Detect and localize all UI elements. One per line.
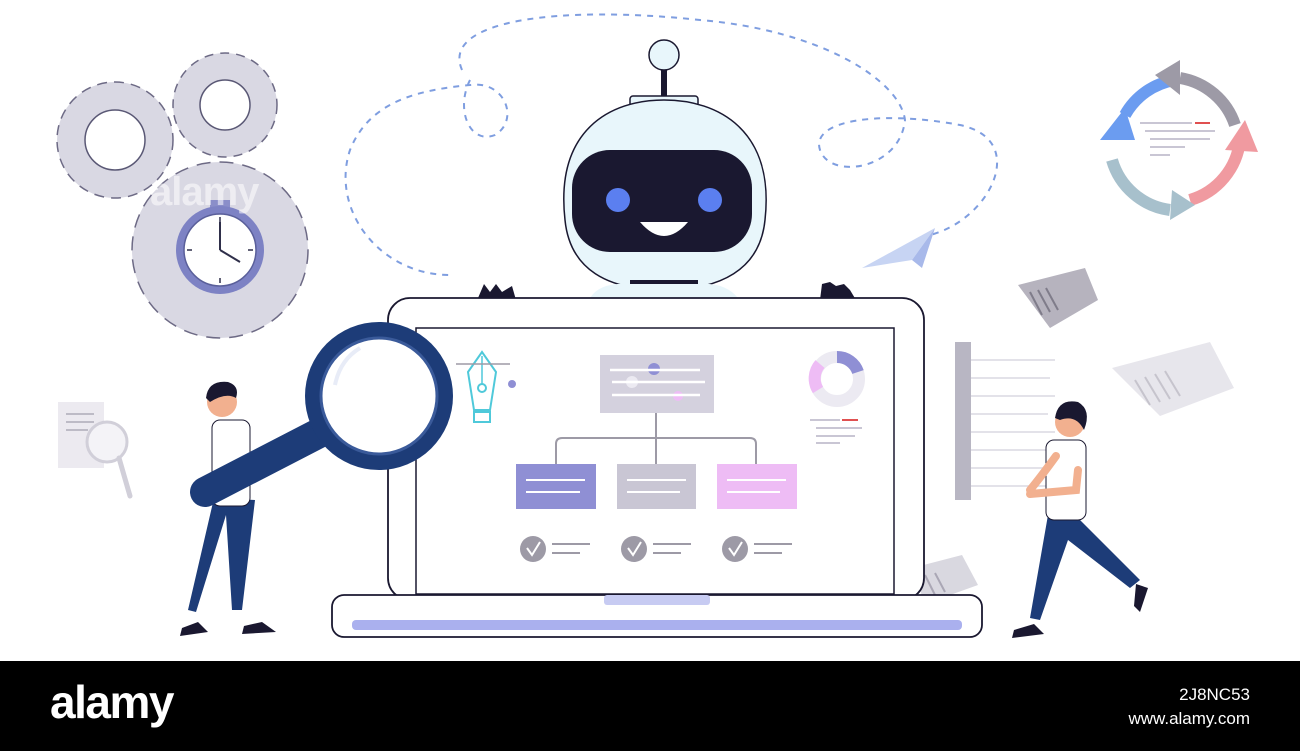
watermark-url: www.alamy.com: [1128, 709, 1250, 728]
stopwatch-icon: [176, 200, 264, 294]
man-with-magnifier: [180, 381, 276, 636]
dashed-loop-path: [344, 79, 509, 276]
robot-right-hand: [820, 282, 856, 300]
paper-plane-icon: [862, 228, 935, 268]
document-search-icon: [58, 402, 133, 499]
cycle-arrows-icon: [1100, 60, 1258, 220]
pen-tool-icon: [456, 350, 516, 423]
checkmark-icon: [621, 536, 691, 562]
gear-icon: [172, 52, 278, 158]
stock-image-id: 2J8NC53: [1179, 685, 1250, 704]
checkmark-icon: [722, 536, 792, 562]
robot-icon: [478, 39, 856, 300]
flying-paper: [1112, 342, 1234, 416]
flowchart-icon: [516, 355, 797, 509]
watermark-logo: alamy: [50, 676, 174, 728]
flying-paper: [912, 555, 978, 604]
magnifier-icon: [190, 322, 453, 507]
watermark-overlay: alamy: [150, 170, 259, 214]
flying-paper: [1018, 268, 1098, 328]
automation-illustration: [56, 13, 1258, 638]
document-stack-icon: [955, 342, 1055, 500]
watermark-footer: alamy 2J8NC53 www.alamy.com: [0, 661, 1300, 751]
robot-left-hand: [478, 284, 516, 300]
donut-chart-icon: [808, 350, 865, 444]
checkmark-icon: [520, 536, 590, 562]
man-carrying-documents: [1012, 401, 1148, 638]
gear-icon: [56, 81, 174, 199]
